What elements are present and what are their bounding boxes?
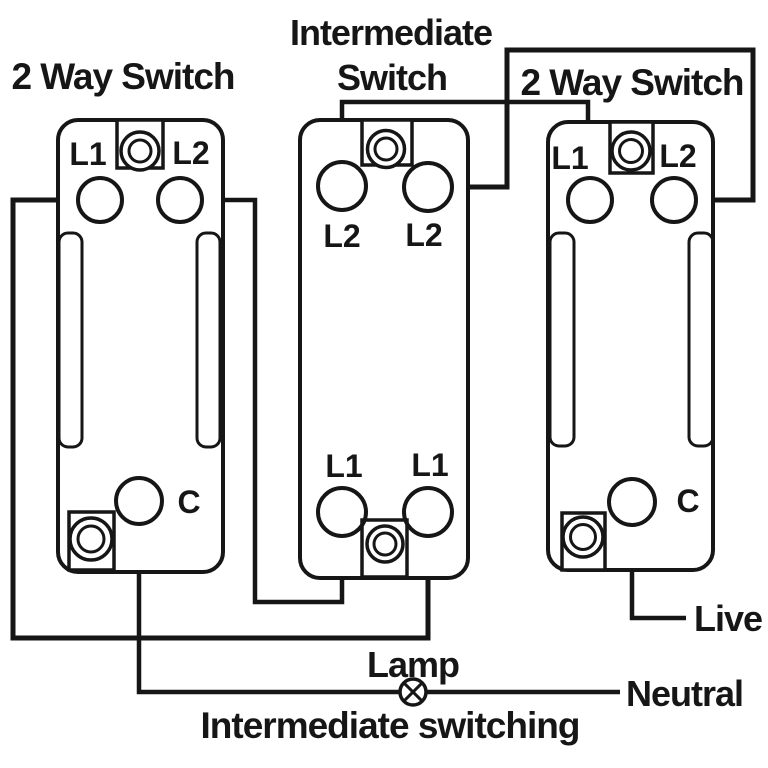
- lamp-cross: [403, 682, 423, 702]
- rocker-slot: [687, 231, 715, 448]
- screw-icon: [119, 130, 161, 172]
- diagram-caption: Intermediate switching: [201, 705, 580, 746]
- screw-icon: [618, 138, 644, 164]
- terminal-L1: [566, 176, 614, 224]
- lamp-icon: [398, 677, 428, 707]
- intermediate-title-line2: Switch: [337, 57, 447, 98]
- screw-icon: [372, 531, 398, 557]
- live-label: Live: [694, 598, 762, 639]
- terminal-label-C: C: [676, 483, 699, 519]
- right-2way-switch: L1 L2 C: [546, 120, 715, 572]
- intermediate-title-line1: Intermediate: [290, 12, 492, 53]
- rocker-slot: [195, 231, 222, 449]
- intermediate-switch: L2 L2 L1 L1: [298, 118, 470, 580]
- screw-icon: [365, 524, 405, 564]
- screw-icon: [76, 524, 106, 554]
- rocker-slot: [57, 231, 84, 449]
- wire-leftL1-to-intermediate-rightL1: [10, 197, 431, 641]
- switch-plate: [298, 118, 470, 580]
- terminal-L1-right: [402, 486, 454, 538]
- screw-icon: [373, 136, 399, 162]
- screw-icon: [569, 523, 597, 551]
- terminal-label-L2-left: L2: [323, 218, 360, 254]
- terminal-L1: [76, 176, 124, 224]
- terminal-label-L2: L2: [659, 138, 696, 174]
- terminal-label-L1: L1: [551, 140, 588, 176]
- terminal-label-L1-left: L1: [325, 448, 362, 484]
- rocker-slot: [548, 231, 576, 448]
- lamp-label: Lamp: [367, 644, 459, 685]
- screw-icon: [561, 515, 605, 559]
- terminal-C: [607, 477, 657, 527]
- wire-intermediate-rightL2-to-rightL2: [428, 47, 756, 203]
- left-switch-title: 2 Way Switch: [11, 56, 234, 97]
- left-2way-switch: L1 L2 C: [56, 118, 225, 574]
- terminal-label-L2: L2: [172, 135, 209, 171]
- terminal-L2: [156, 176, 204, 224]
- labels: 2 Way Switch Intermediate Switch 2 Way S…: [11, 12, 763, 746]
- terminal-C: [114, 476, 164, 526]
- screw-icon: [68, 516, 114, 562]
- terminal-L2: [650, 176, 698, 224]
- right-switch-title: 2 Way Switch: [520, 62, 743, 103]
- screw-icon: [127, 138, 153, 164]
- terminal-L2-left: [316, 160, 368, 212]
- terminal-label-L1-right: L1: [411, 447, 448, 483]
- terminal-L2-right: [402, 161, 454, 213]
- terminal-label-C: C: [177, 484, 200, 520]
- screw-icon: [365, 128, 407, 170]
- neutral-label: Neutral: [626, 673, 743, 714]
- terminal-label-L1: L1: [69, 136, 106, 172]
- terminal-L1-left: [316, 486, 368, 538]
- screw-icon: [610, 130, 652, 172]
- terminal-label-L2-right: L2: [405, 217, 442, 253]
